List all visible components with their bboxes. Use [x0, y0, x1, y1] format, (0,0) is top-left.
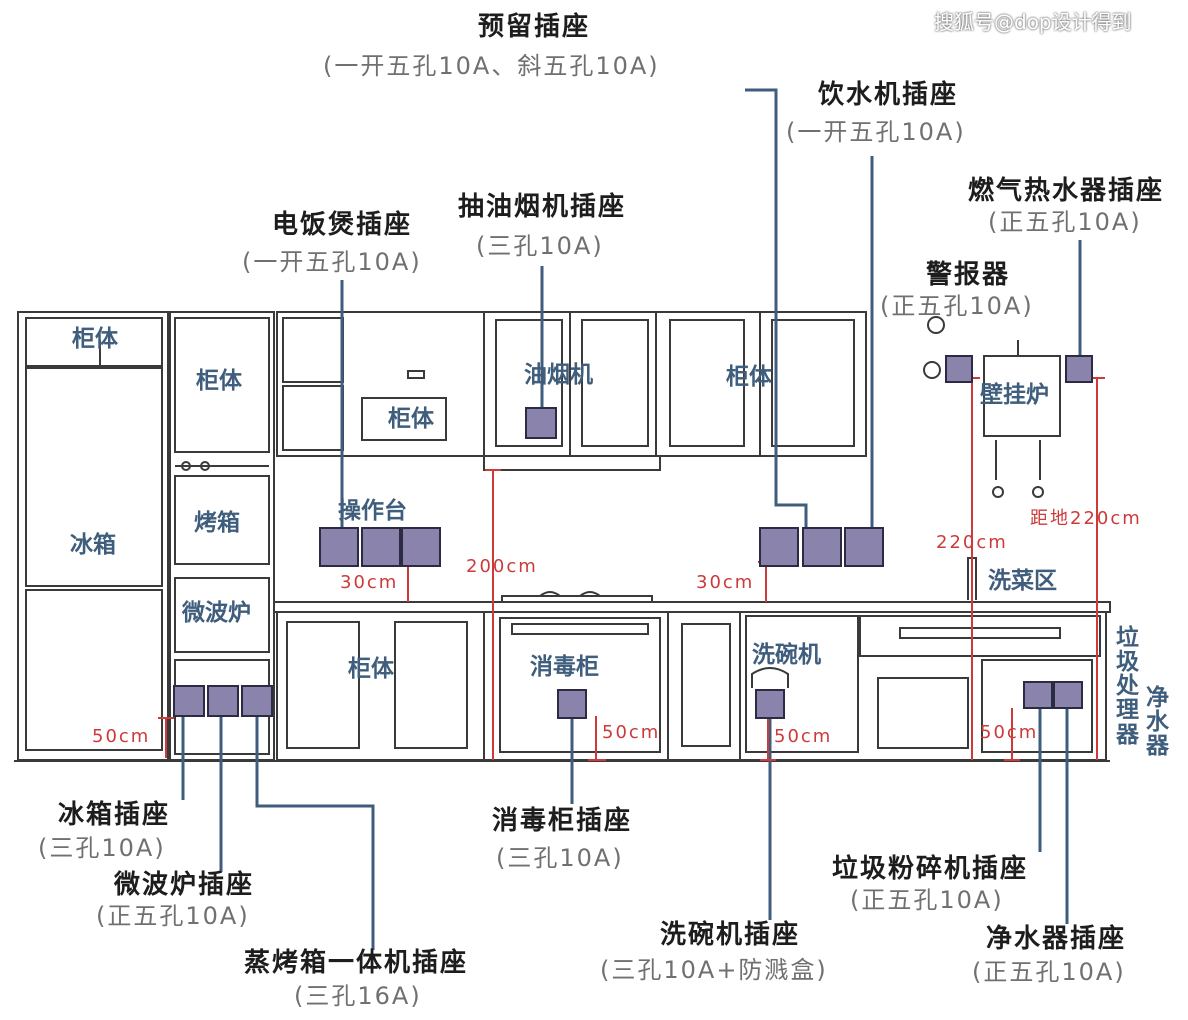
- microwave-label: 微波炉: [182, 600, 251, 626]
- alarm-socket-spec: (正五孔10A): [880, 292, 1034, 320]
- water-purifier-socket-spec: (正五孔10A): [972, 958, 1126, 986]
- dimension-label: 220cm: [936, 532, 1008, 553]
- fridge-label: 冰箱: [70, 532, 116, 558]
- water-dispenser-socket-title: 饮水机插座: [818, 80, 959, 110]
- dimension-label: 200cm: [466, 556, 538, 577]
- reserved-socket-title: 预留插座: [478, 12, 591, 42]
- cabinet-label: 柜体: [196, 368, 242, 394]
- boiler-label: 壁挂炉: [980, 382, 1049, 408]
- dimension-label: 50cm: [92, 726, 151, 747]
- range-hood-socket-spec: (三孔10A): [476, 232, 604, 260]
- garbage-disposer-socket-spec: (正五孔10A): [850, 886, 1004, 914]
- boiler-box: [983, 355, 1061, 437]
- cabinet-label: 柜体: [726, 364, 772, 390]
- gas-heater-socket-spec: (正五孔10A): [988, 208, 1142, 236]
- microwave-socket-title: 微波炉插座: [114, 870, 255, 900]
- countertop: [275, 601, 1111, 613]
- disinfection-cabinet-socket-title: 消毒柜插座: [492, 806, 633, 836]
- dimension-label: 30cm: [696, 572, 755, 593]
- leader-lines: [181, 88, 1082, 950]
- water-purifier-socket-title: 净水器插座: [986, 924, 1127, 954]
- worktop-label: 操作台: [338, 498, 407, 524]
- rice-cooker-socket-spec: (一开五孔10A): [242, 248, 422, 276]
- fridge-socket-spec: (三孔10A): [38, 834, 166, 862]
- dishwasher-label: 洗碗机: [752, 642, 821, 668]
- cabinet-label: 柜体: [72, 326, 118, 352]
- garbage-disposer-label: 垃圾处理器: [1116, 625, 1139, 748]
- fridge-socket-title: 冰箱插座: [58, 800, 171, 830]
- dimension-label: 50cm: [774, 726, 833, 747]
- water-dispenser-socket-spec: (一开五孔10A): [786, 118, 966, 146]
- socket-plates: [173, 355, 1093, 719]
- range-hood-label: 油烟机: [524, 362, 593, 388]
- steam-oven-socket-spec: (三孔16A): [294, 982, 422, 1010]
- splash-box: [751, 667, 789, 688]
- cabinet-label: 柜体: [388, 406, 434, 432]
- disinfection-cabinet-socket-spec: (三孔10A): [496, 844, 624, 872]
- dishwasher-socket-spec: (三孔10A+防溅盒): [600, 956, 828, 984]
- cabinet-label: 柜体: [348, 656, 394, 682]
- dimension-label: 距地220cm: [1030, 508, 1142, 529]
- dishwasher-socket-title: 洗碗机插座: [660, 920, 801, 950]
- dimension-label: 50cm: [980, 722, 1039, 743]
- dimension-lines: [158, 377, 1105, 761]
- steam-oven-socket-title: 蒸烤箱一体机插座: [244, 948, 469, 978]
- garbage-disposer-socket-title: 垃圾粉碎机插座: [832, 854, 1029, 884]
- alarm-socket-title: 警报器: [926, 260, 1011, 290]
- dimension-label: 50cm: [602, 722, 661, 743]
- rice-cooker-socket-title: 电饭煲插座: [272, 210, 413, 240]
- water-purifier-label: 净水器: [1146, 685, 1169, 760]
- reserved-socket-spec: (一开五孔10A、斜五孔10A): [323, 52, 660, 80]
- microwave-socket-spec: (正五孔10A): [96, 902, 250, 930]
- oven-label: 烤箱: [194, 510, 240, 536]
- gas-heater-socket-title: 燃气热水器插座: [968, 176, 1165, 206]
- disinfection-cabinet-label: 消毒柜: [530, 654, 599, 680]
- upper-cabinets: [276, 311, 867, 457]
- watermark: 搜狐号@dop设计得到: [934, 10, 1132, 34]
- range-hood-socket-title: 抽油烟机插座: [458, 192, 627, 222]
- sink-area-label: 洗菜区: [988, 568, 1057, 594]
- dimension-label: 30cm: [340, 572, 399, 593]
